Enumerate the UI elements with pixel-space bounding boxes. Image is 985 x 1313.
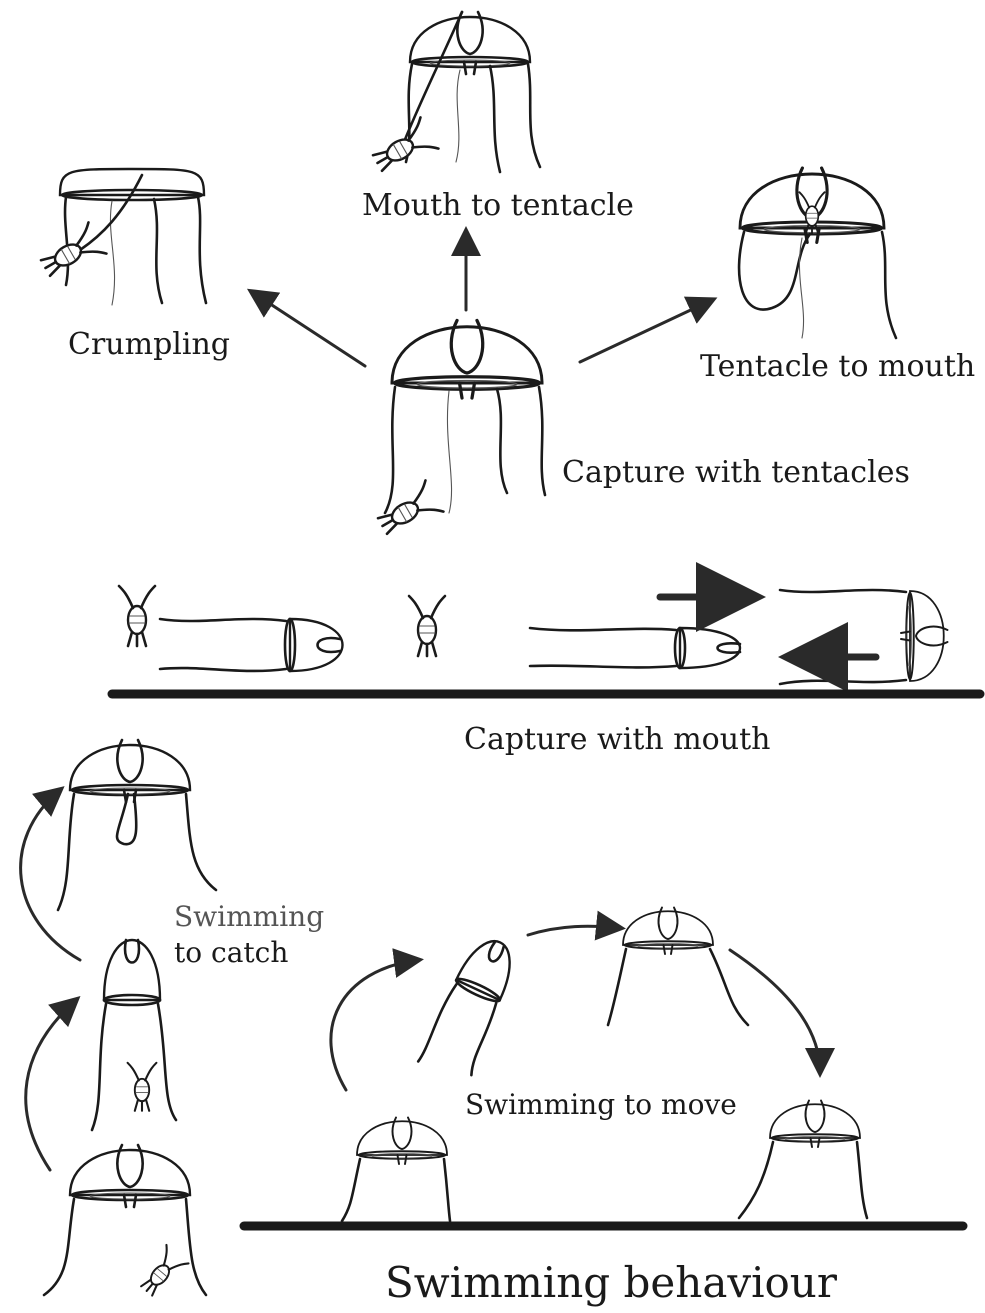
label-crumpling: Crumpling	[68, 327, 230, 362]
arrow-to-tentacle-to-mouth	[580, 300, 712, 362]
jellyfish-capture-with-tentacles	[373, 321, 545, 542]
jellyfish-mouth-to-tentacle	[368, 12, 540, 179]
capture-with-mouth-sequence	[112, 586, 980, 694]
label-swimming-behaviour: Swimming behaviour	[385, 1258, 837, 1307]
jellyfish-tentacle-to-mouth	[739, 168, 896, 338]
jellyfish-crumpling	[36, 169, 206, 305]
swimming-to-move-sequence	[244, 908, 963, 1227]
label-swimming-to-catch-line1: Swimming	[174, 900, 324, 933]
swimming-to-catch-sequence	[21, 740, 216, 1300]
arrow-to-crumpling	[252, 292, 365, 366]
label-swimming-to-move: Swimming to move	[465, 1088, 737, 1121]
label-swimming-to-catch-line2: to catch	[174, 936, 288, 969]
label-tentacle-to-mouth: Tentacle to mouth	[700, 349, 975, 384]
label-mouth-to-tentacle: Mouth to tentacle	[362, 188, 634, 223]
label-capture-with-tentacles: Capture with tentacles	[562, 455, 910, 490]
label-capture-with-mouth: Capture with mouth	[464, 722, 770, 757]
